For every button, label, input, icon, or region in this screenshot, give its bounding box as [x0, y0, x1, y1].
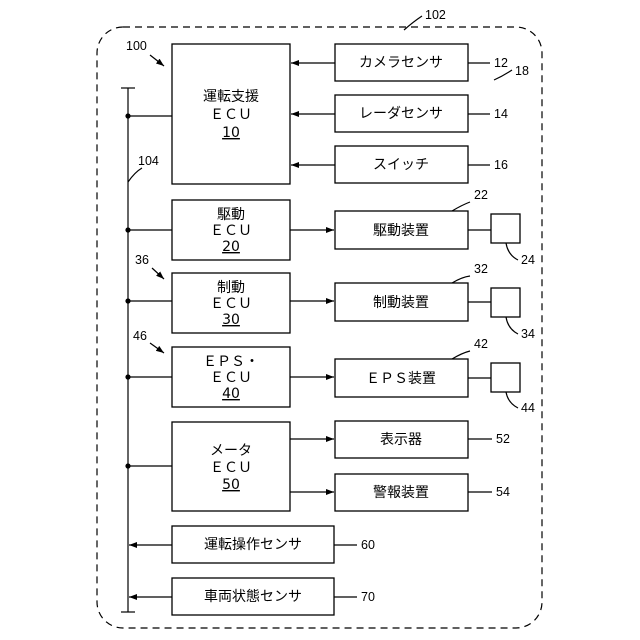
eps-actuator [491, 363, 520, 392]
ecu-eps: ＥＰＳ・ ＥＣＵ 40 [172, 347, 290, 407]
drive-actuator-ref: 24 [521, 253, 535, 267]
brake-device-ref: 32 [474, 262, 488, 276]
eps-device-label: ＥＰＳ装置 [366, 371, 436, 387]
drive-actuator [491, 214, 520, 243]
ecu-assist-ref: 100 [126, 39, 147, 53]
ecu-eps-code: 40 [222, 386, 240, 402]
ecu-meter: メータ ＥＣＵ 50 [172, 422, 290, 511]
driving-operation-sensor: 運転操作センサ [172, 526, 334, 563]
sensor-group-ref: 18 [515, 64, 529, 78]
ecu-eps-name: ＥＰＳ・ [203, 354, 259, 370]
radar-sensor: レーダセンサ [335, 95, 468, 132]
ecu-eps-ref: 46 [133, 329, 147, 343]
alarm-device-ref: 54 [496, 485, 510, 499]
eps-actuator-ref: 44 [521, 401, 535, 415]
ecu-meter-code: 50 [222, 477, 240, 493]
vehicle-state-sensor-ref: 70 [361, 590, 375, 604]
ecu-assist: 運転支援 ＥＣＵ 10 [172, 44, 290, 184]
ecu-assist-type: ＥＣＵ [210, 107, 252, 123]
drive-device-label: 駆動装置 [373, 223, 429, 239]
eps-device: ＥＰＳ装置 [335, 359, 468, 397]
camera-sensor-ref: 12 [494, 56, 508, 70]
camera-sensor: カメラセンサ [335, 44, 468, 81]
ecu-drive-name: 駆動 [217, 207, 245, 223]
ecu-brake-ref: 36 [135, 253, 149, 267]
vehicle-state-sensor-label: 車両状態センサ [204, 588, 302, 605]
ecu-drive-code: 20 [222, 239, 240, 255]
switch-ref: 16 [494, 158, 508, 172]
radar-sensor-label: レーダセンサ [359, 106, 443, 122]
display-device-label: 表示器 [380, 432, 422, 448]
ecu-brake: 制動 ＥＣＵ 30 [172, 273, 290, 333]
ecu-meter-type: ＥＣＵ [210, 460, 252, 476]
ecu-assist-name: 運転支援 [203, 89, 259, 105]
brake-actuator-ref: 34 [521, 327, 535, 341]
ecu-brake-type: ＥＣＵ [210, 296, 252, 312]
ecu-meter-name: メータ [210, 443, 252, 459]
bus-ref: 104 [138, 154, 159, 168]
ecu-eps-type: ＥＣＵ [210, 370, 252, 386]
brake-device-label: 制動装置 [373, 295, 429, 311]
ecu-drive: 駆動 ＥＣＵ 20 [172, 200, 290, 260]
brake-actuator [491, 288, 520, 317]
drive-device: 駆動装置 [335, 211, 468, 249]
ecu-drive-type: ＥＣＵ [210, 223, 252, 239]
driving-operation-sensor-ref: 60 [361, 538, 375, 552]
eps-device-ref: 42 [474, 337, 488, 351]
ecu-brake-name: 制動 [217, 280, 245, 296]
alarm-device: 警報装置 [335, 474, 468, 511]
switch: スイッチ [335, 146, 468, 183]
communication-bus [121, 88, 135, 612]
alarm-device-label: 警報装置 [373, 485, 429, 501]
drive-device-ref: 22 [474, 188, 488, 202]
radar-sensor-ref: 14 [494, 107, 508, 121]
switch-label: スイッチ [373, 157, 429, 173]
driving-operation-sensor-label: 運転操作センサ [204, 537, 302, 553]
brake-device: 制動装置 [335, 283, 468, 321]
display-device: 表示器 [335, 421, 468, 458]
outline-ref: 102 [425, 8, 446, 22]
ecu-brake-code: 30 [222, 312, 240, 328]
vehicle-state-sensor: 車両状態センサ [172, 578, 334, 615]
display-device-ref: 52 [496, 432, 510, 446]
ecu-assist-code: 10 [222, 125, 240, 141]
camera-sensor-label: カメラセンサ [359, 55, 443, 71]
